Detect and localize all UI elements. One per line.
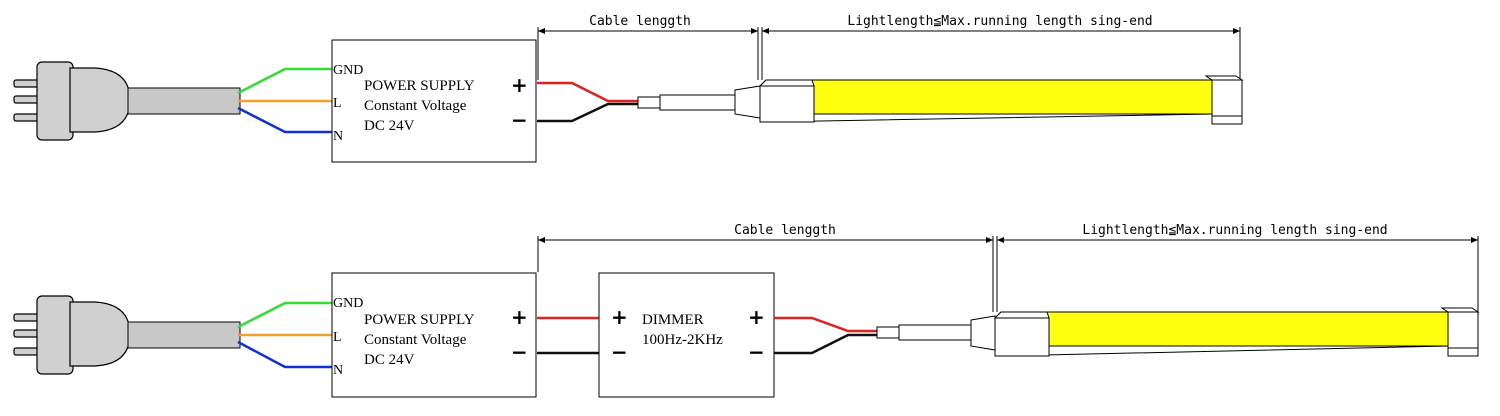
dimmer-title: DIMMER	[642, 312, 704, 328]
top-ps-minus: −	[511, 108, 528, 132]
top-wiring-diagram: Cable lenggth Lightlength≦Max.running le…	[13, 14, 1244, 163]
top-cable-length-label: Cable lenggth	[589, 14, 691, 29]
bottom-cable-length-label: Cable lenggth	[734, 223, 836, 238]
dimmer-out-minus: −	[748, 340, 765, 364]
top-neutral-wire	[237, 106, 332, 134]
dimmer-box: + − DIMMER 100Hz-2KHz + −	[598, 272, 775, 398]
top-n-pin-label: N	[333, 129, 343, 144]
top-ps-voltage: DC 24V	[364, 118, 415, 134]
top-led-strip	[758, 75, 1244, 125]
bottom-gnd-pin-label: GND	[333, 296, 363, 311]
bottom-led-strip	[993, 307, 1480, 357]
top-negative-wire	[537, 102, 640, 123]
bottom-ps-plus: +	[511, 305, 528, 329]
bottom-cable-length-dimension: Cable lenggth	[537, 223, 994, 312]
dimmer-out-plus: +	[748, 305, 765, 329]
bottom-ps-minus: −	[511, 340, 528, 364]
top-positive-wire	[537, 81, 640, 103]
bottom-power-supply: GND L N POWER SUPPLY Constant Voltage DC…	[331, 272, 537, 398]
dimmer-in-minus: −	[611, 340, 628, 364]
top-gnd-pin-label: GND	[333, 63, 363, 78]
top-l-pin-label: L	[333, 96, 342, 111]
bottom-n-pin-label: N	[333, 363, 343, 378]
top-ps-plus: +	[511, 73, 528, 97]
top-led-light	[811, 79, 1213, 115]
top-power-supply: GND L N POWER SUPPLY Constant Voltage DC…	[331, 39, 537, 163]
top-cable-length-dimension: Cable lenggth	[537, 14, 759, 80]
bottom-wiring-diagram: Cable lenggth Lightlength≦Max.running le…	[13, 223, 1480, 398]
bottom-power-plug	[13, 295, 241, 375]
bottom-negative-wire	[774, 333, 880, 355]
dimmer-frequency: 100Hz-2KHz	[642, 332, 723, 348]
bottom-positive-wire	[774, 316, 880, 333]
top-ground-wire	[237, 67, 332, 95]
bottom-ground-wire	[237, 301, 332, 329]
top-light-length-dimension: Lightlength≦Max.running length sing-end	[761, 14, 1241, 80]
top-ps-type: Constant Voltage	[364, 98, 467, 114]
bottom-ps-voltage: DC 24V	[364, 352, 415, 368]
bottom-neutral-wire	[237, 340, 332, 369]
top-ps-title: POWER SUPPLY	[364, 78, 475, 94]
top-connector-cable	[637, 85, 761, 119]
bottom-light-length-dimension: Lightlength≦Max.running length sing-end	[996, 223, 1479, 312]
bottom-ps-title: POWER SUPPLY	[364, 312, 475, 328]
dimmer-in-plus: +	[611, 305, 628, 329]
bottom-light-length-label: Lightlength≦Max.running length sing-end	[1082, 223, 1387, 238]
bottom-ps-type: Constant Voltage	[364, 332, 467, 348]
bottom-led-light	[1046, 311, 1449, 347]
top-light-length-label: Lightlength≦Max.running length sing-end	[847, 14, 1152, 29]
top-power-plug	[13, 61, 241, 141]
bottom-connector-cable	[876, 315, 996, 351]
bottom-l-pin-label: L	[333, 330, 342, 345]
